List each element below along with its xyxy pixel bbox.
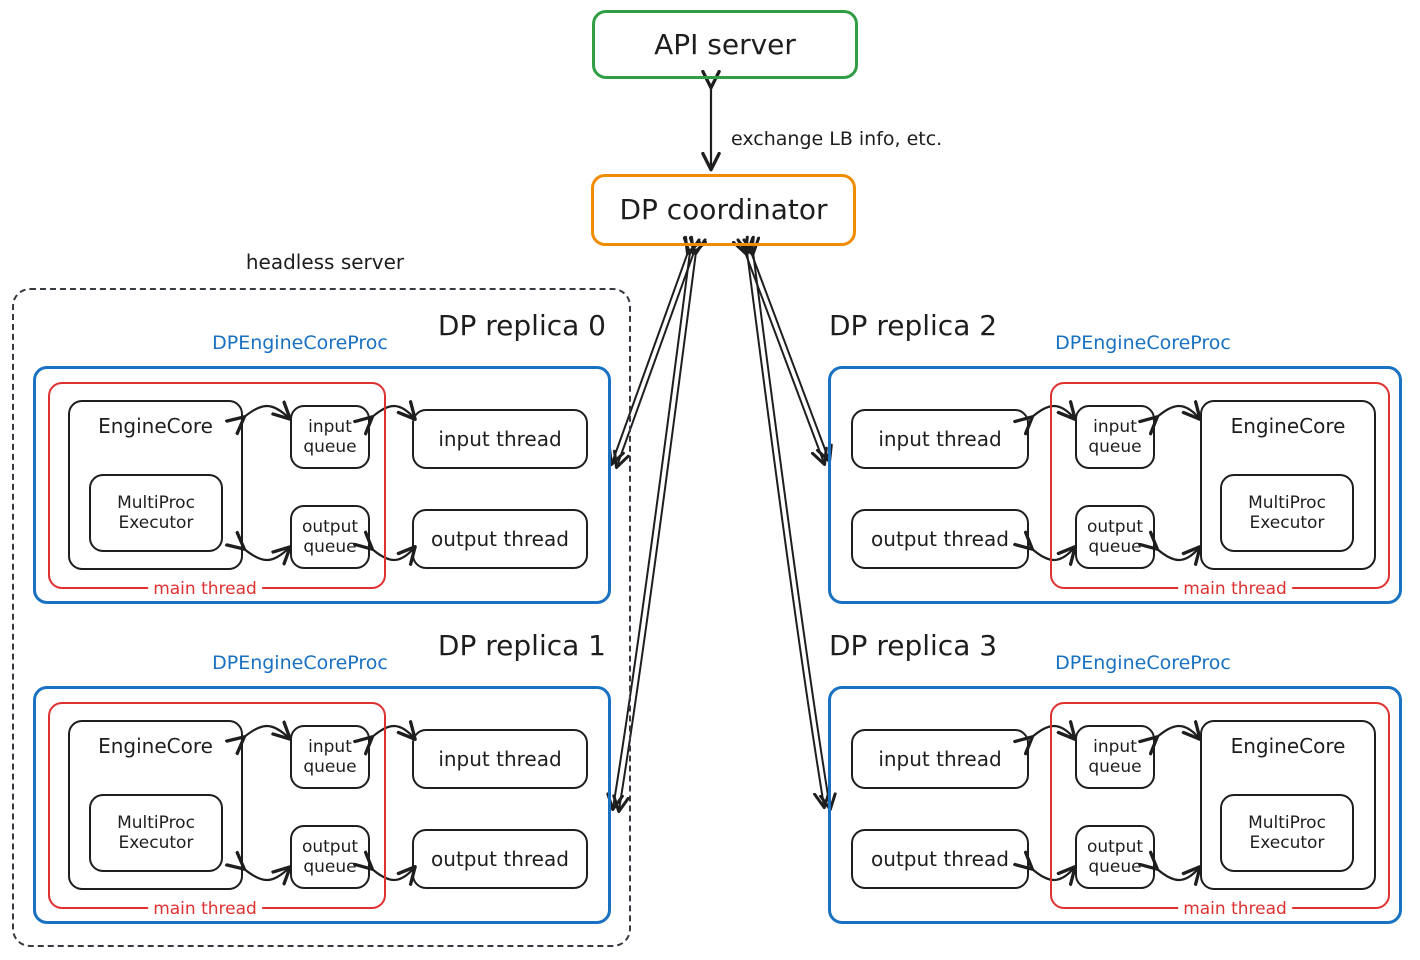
replica-1-input-queue-label: input queue (303, 736, 357, 777)
replica-3-process-label: DPEngineCoreProc (1055, 652, 1231, 674)
arrow-coordinator-replica-3 (747, 252, 830, 808)
replica-1-engine-core[interactable]: EngineCore (68, 720, 243, 890)
api-server-label: API server (654, 27, 796, 61)
replica-0-output-queue-label: output queue (301, 516, 359, 557)
replica-2-engine-core[interactable]: EngineCore (1200, 400, 1376, 570)
replica-1-output-queue-label: output queue (301, 836, 359, 877)
replica-3-input-thread[interactable]: input thread (851, 729, 1029, 789)
replica-1-output-thread[interactable]: output thread (412, 829, 588, 889)
replica-1-executor-label: MultiProc Executor (117, 812, 195, 853)
replica-0-process-box (33, 366, 611, 604)
headless-server-group (12, 288, 631, 947)
replica-1-input-thread[interactable]: input thread (412, 729, 588, 789)
replica-2-multiproc-executor[interactable]: MultiProc Executor (1220, 474, 1354, 552)
replica-1-multiproc-executor[interactable]: MultiProc Executor (89, 794, 223, 872)
replica-3-engine-core[interactable]: EngineCore (1200, 720, 1376, 890)
replica-1-title: DP replica 1 (437, 629, 606, 662)
replica-3-input-queue[interactable]: input queue (1075, 725, 1155, 789)
replica-2-output-queue-label: output queue (1086, 516, 1144, 557)
edge-label-exchange-lb-info: exchange LB info, etc. (731, 128, 943, 150)
api-server-node[interactable]: API server (592, 10, 858, 79)
replica-1-output-queue[interactable]: output queue (290, 825, 370, 889)
replica-2-output-thread-label: output thread (871, 527, 1009, 551)
headless-server-label: headless server (245, 250, 405, 274)
replica-2-input-queue[interactable]: input queue (1075, 405, 1155, 469)
replica-0-engine-core-label: EngineCore (98, 414, 213, 438)
replica-0-title: DP replica 0 (437, 309, 606, 342)
replica-0-output-queue[interactable]: output queue (290, 505, 370, 569)
replica-2-main-thread-label: main thread (1178, 579, 1292, 599)
dp-coordinator-label: DP coordinator (619, 193, 828, 227)
replica-2-input-thread-label: input thread (878, 427, 1002, 451)
replica-3-output-thread[interactable]: output thread (851, 829, 1029, 889)
replica-2-process-box (828, 366, 1402, 604)
replica-2-title: DP replica 2 (829, 309, 998, 342)
replica-0-multiproc-executor[interactable]: MultiProc Executor (89, 474, 223, 552)
replica-3-input-queue-label: input queue (1088, 736, 1142, 777)
dp-coordinator-node[interactable]: DP coordinator (591, 174, 856, 246)
replica-3-title: DP replica 3 (829, 629, 998, 662)
replica-3-output-queue-label: output queue (1086, 836, 1144, 877)
replica-1-process-label: DPEngineCoreProc (212, 652, 388, 674)
replica-2-input-queue-label: input queue (1088, 416, 1142, 457)
replica-3-engine-core-label: EngineCore (1230, 734, 1346, 758)
replica-2-output-thread[interactable]: output thread (851, 509, 1029, 569)
arrow-coordinator-replica-2 (745, 252, 829, 463)
replica-2-input-thread[interactable]: input thread (851, 409, 1029, 469)
replica-1-main-thread-label: main thread (148, 899, 262, 919)
replica-3-main-thread-label: main thread (1178, 899, 1292, 919)
replica-1-input-queue[interactable]: input queue (290, 725, 370, 789)
replica-3-process-box (828, 686, 1402, 924)
replica-0-engine-core[interactable]: EngineCore (68, 400, 243, 570)
replica-0-input-queue-label: input queue (303, 416, 357, 457)
replica-0-output-thread-label: output thread (431, 527, 569, 551)
replica-1-input-thread-label: input thread (438, 747, 562, 771)
replica-2-executor-label: MultiProc Executor (1248, 492, 1326, 533)
replica-0-input-thread-label: input thread (438, 427, 562, 451)
replica-0-main-thread-label: main thread (148, 579, 262, 599)
replica-3-output-thread-label: output thread (871, 847, 1009, 871)
replica-0-output-thread[interactable]: output thread (412, 509, 588, 569)
replica-1-output-thread-label: output thread (431, 847, 569, 871)
replica-3-output-queue[interactable]: output queue (1075, 825, 1155, 889)
replica-0-executor-label: MultiProc Executor (117, 492, 195, 533)
replica-3-input-thread-label: input thread (878, 747, 1002, 771)
replica-0-input-queue[interactable]: input queue (290, 405, 370, 469)
replica-2-output-queue[interactable]: output queue (1075, 505, 1155, 569)
replica-1-engine-core-label: EngineCore (98, 734, 213, 758)
replica-2-process-label: DPEngineCoreProc (1055, 332, 1231, 354)
replica-2-engine-core-label: EngineCore (1230, 414, 1346, 438)
replica-0-input-thread[interactable]: input thread (412, 409, 588, 469)
replica-0-process-label: DPEngineCoreProc (212, 332, 388, 354)
replica-3-executor-label: MultiProc Executor (1248, 812, 1326, 853)
replica-1-process-box (33, 686, 611, 924)
replica-3-multiproc-executor[interactable]: MultiProc Executor (1220, 794, 1354, 872)
